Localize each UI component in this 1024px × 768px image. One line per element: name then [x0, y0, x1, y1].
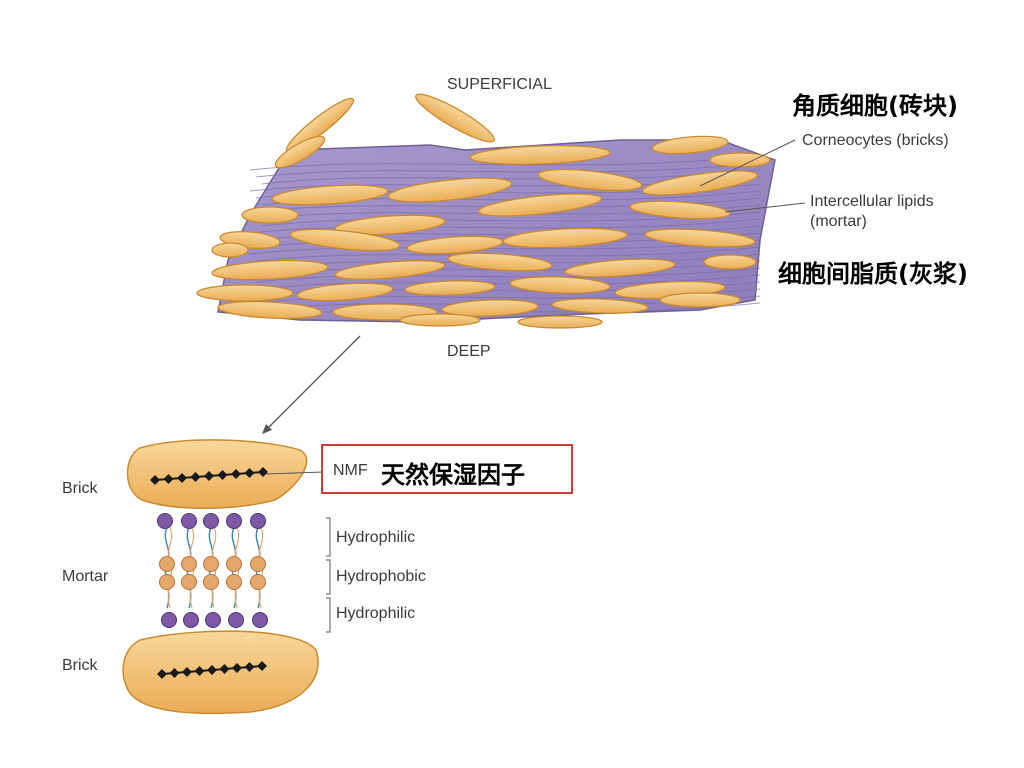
- corneocyte: [651, 135, 729, 155]
- corneocyte: [469, 145, 611, 165]
- corneocyte: [477, 193, 603, 217]
- corneocyte: [629, 200, 731, 220]
- corneocyte: [703, 254, 757, 270]
- hydrophobic-head: [250, 556, 266, 572]
- corneocyte: [217, 300, 323, 320]
- hydrophobic-head: [181, 574, 197, 590]
- hydrophilic-head: [203, 513, 219, 529]
- label-lipids-line2: (mortar): [810, 213, 867, 230]
- label-hydrophilic-top: Hydrophilic: [336, 529, 416, 546]
- hydrophobic-head: [250, 574, 266, 590]
- corneocyte: [644, 228, 756, 248]
- label-superficial: SUPERFICIAL: [447, 76, 552, 93]
- nmf-highlight-box: NMF 天然保湿因子: [321, 444, 573, 494]
- lipid-line: [255, 162, 761, 178]
- corneocyte: [564, 258, 676, 278]
- corneocyte: [447, 252, 553, 272]
- corneocyte: [502, 227, 628, 249]
- lipid-line: [255, 267, 761, 283]
- corneocyte: [404, 280, 496, 296]
- corneocyte: [211, 242, 249, 258]
- nmf-molecule: [257, 661, 267, 671]
- zoom-arrowhead: [262, 424, 272, 434]
- corneocyte: [211, 259, 329, 281]
- nmf-molecules-top: [150, 467, 268, 485]
- hydrophobic-head: [203, 574, 219, 590]
- lipid-bilayer: [157, 513, 268, 628]
- corneocyte: [399, 313, 481, 327]
- corneocyte: [196, 284, 294, 302]
- corneocyte: [241, 206, 299, 224]
- corneocyte: [537, 168, 643, 192]
- corneocyte: [334, 260, 446, 280]
- hydrophilic-head: [228, 612, 244, 628]
- corneocyte: [274, 135, 326, 169]
- label-hydrophobic: Hydrophobic: [336, 568, 426, 585]
- hydrophilic-head: [205, 612, 221, 628]
- hydrophobic-head: [159, 556, 175, 572]
- hydrophilic-head: [250, 513, 266, 529]
- brick-bottom: [122, 630, 319, 715]
- brick-top: [126, 439, 308, 509]
- corneocytes-leader: [699, 139, 796, 187]
- corneocyte: [271, 184, 389, 206]
- corneocyte: [334, 214, 446, 236]
- corneocyte: [387, 177, 513, 203]
- nmf-leader: [265, 471, 324, 475]
- zoom-arrow: [265, 335, 361, 431]
- label-brick-top: Brick: [62, 480, 98, 497]
- corneocyte: [659, 292, 741, 308]
- hydrophilic-head: [161, 612, 177, 628]
- nmf-molecule: [258, 467, 268, 477]
- label-lipids-cn: 细胞间脂质(灰浆): [778, 260, 968, 288]
- corneocyte: [551, 298, 649, 314]
- layer-brackets: [326, 517, 331, 633]
- hydrophobic-head: [226, 574, 242, 590]
- label-hydrophilic-bottom: Hydrophilic: [336, 605, 416, 622]
- label-nmf: NMF: [333, 462, 368, 479]
- corneocyte: [289, 228, 401, 252]
- hydrophobic-head: [181, 556, 197, 572]
- corneocyte: [709, 152, 771, 168]
- label-mortar: Mortar: [62, 568, 109, 585]
- label-corneocytes: Corneocytes (bricks): [802, 132, 949, 149]
- label-nmf-cn: 天然保湿因子: [381, 461, 525, 489]
- label-brick-bottom: Brick: [62, 657, 98, 674]
- hydrophilic-head: [157, 513, 173, 529]
- corneocyte: [441, 299, 539, 317]
- corneocyte: [517, 315, 603, 329]
- label-deep: DEEP: [447, 343, 491, 360]
- label-corneocytes-cn: 角质细胞(砖块): [792, 92, 958, 120]
- corneocyte: [509, 276, 611, 294]
- nmf-molecules-bottom: [157, 661, 267, 679]
- hydrophilic-head: [226, 513, 242, 529]
- hydrophobic-head: [159, 574, 175, 590]
- hydrophilic-head: [181, 513, 197, 529]
- corneocyte-bricks: [196, 93, 771, 329]
- lipids-leader: [724, 202, 806, 213]
- hydrophilic-head: [252, 612, 268, 628]
- lipid-line: [249, 218, 761, 234]
- label-lipids-line1: Intercellular lipids: [810, 193, 934, 210]
- hydrophobic-head: [226, 556, 242, 572]
- corneocyte: [415, 93, 495, 143]
- corneocyte: [641, 170, 759, 196]
- lipid-line: [249, 155, 761, 171]
- corneocyte: [296, 282, 394, 302]
- hydrophobic-head: [203, 556, 219, 572]
- hydrophilic-head: [183, 612, 199, 628]
